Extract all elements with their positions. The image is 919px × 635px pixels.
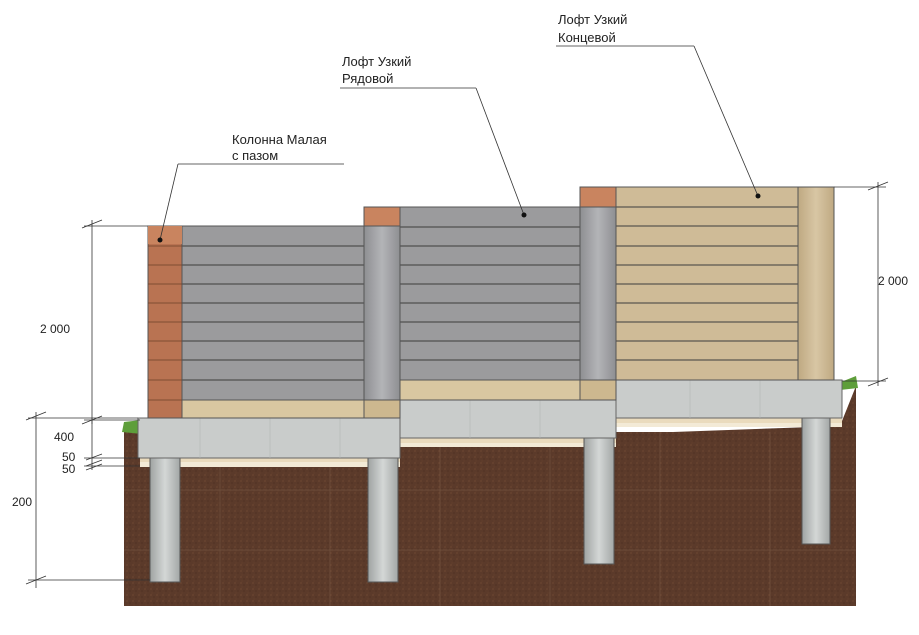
dimension-left-fence bbox=[81, 219, 148, 425]
dim-layer-2: 50 bbox=[62, 462, 76, 476]
callout-loft-end-line2: Концевой bbox=[558, 30, 616, 45]
callout-loft-row: Лофт Узкий Рядовой bbox=[340, 54, 527, 218]
pile-4 bbox=[801, 417, 831, 545]
dim-right-fence-height: 2 000 bbox=[878, 274, 908, 288]
sand-layers bbox=[140, 418, 842, 467]
dimension-left-foundation bbox=[25, 411, 150, 588]
piles bbox=[149, 417, 831, 583]
column-4 bbox=[797, 186, 835, 381]
column-3 bbox=[579, 186, 617, 401]
column-2 bbox=[363, 206, 401, 419]
callout-loft-end-line1: Лофт Узкий bbox=[558, 12, 627, 27]
dim-foundation-height: 400 bbox=[54, 430, 74, 444]
dimension-right-fence bbox=[834, 181, 889, 387]
pile-2 bbox=[367, 457, 399, 583]
fence-section-1 bbox=[181, 225, 367, 419]
callout-column: Колонна Малая с пазом bbox=[157, 132, 344, 243]
callout-column-line1: Колонна Малая bbox=[232, 132, 327, 147]
fence-section-3 bbox=[582, 186, 835, 381]
callout-loft-end: Лофт Узкий Концевой bbox=[556, 12, 761, 199]
callout-column-line2: с пазом bbox=[232, 148, 278, 163]
pile-3 bbox=[583, 437, 615, 565]
pile-1 bbox=[149, 457, 181, 583]
dim-left-fence-height: 2 000 bbox=[40, 322, 70, 336]
callout-loft-row-line1: Лофт Узкий bbox=[342, 54, 411, 69]
dim-layer-1: 50 bbox=[62, 450, 76, 464]
fence-section-2 bbox=[366, 206, 583, 401]
dim-pile-depth: 200 bbox=[12, 495, 32, 509]
callout-loft-row-line2: Рядовой bbox=[342, 71, 393, 86]
column-1 bbox=[147, 225, 183, 419]
